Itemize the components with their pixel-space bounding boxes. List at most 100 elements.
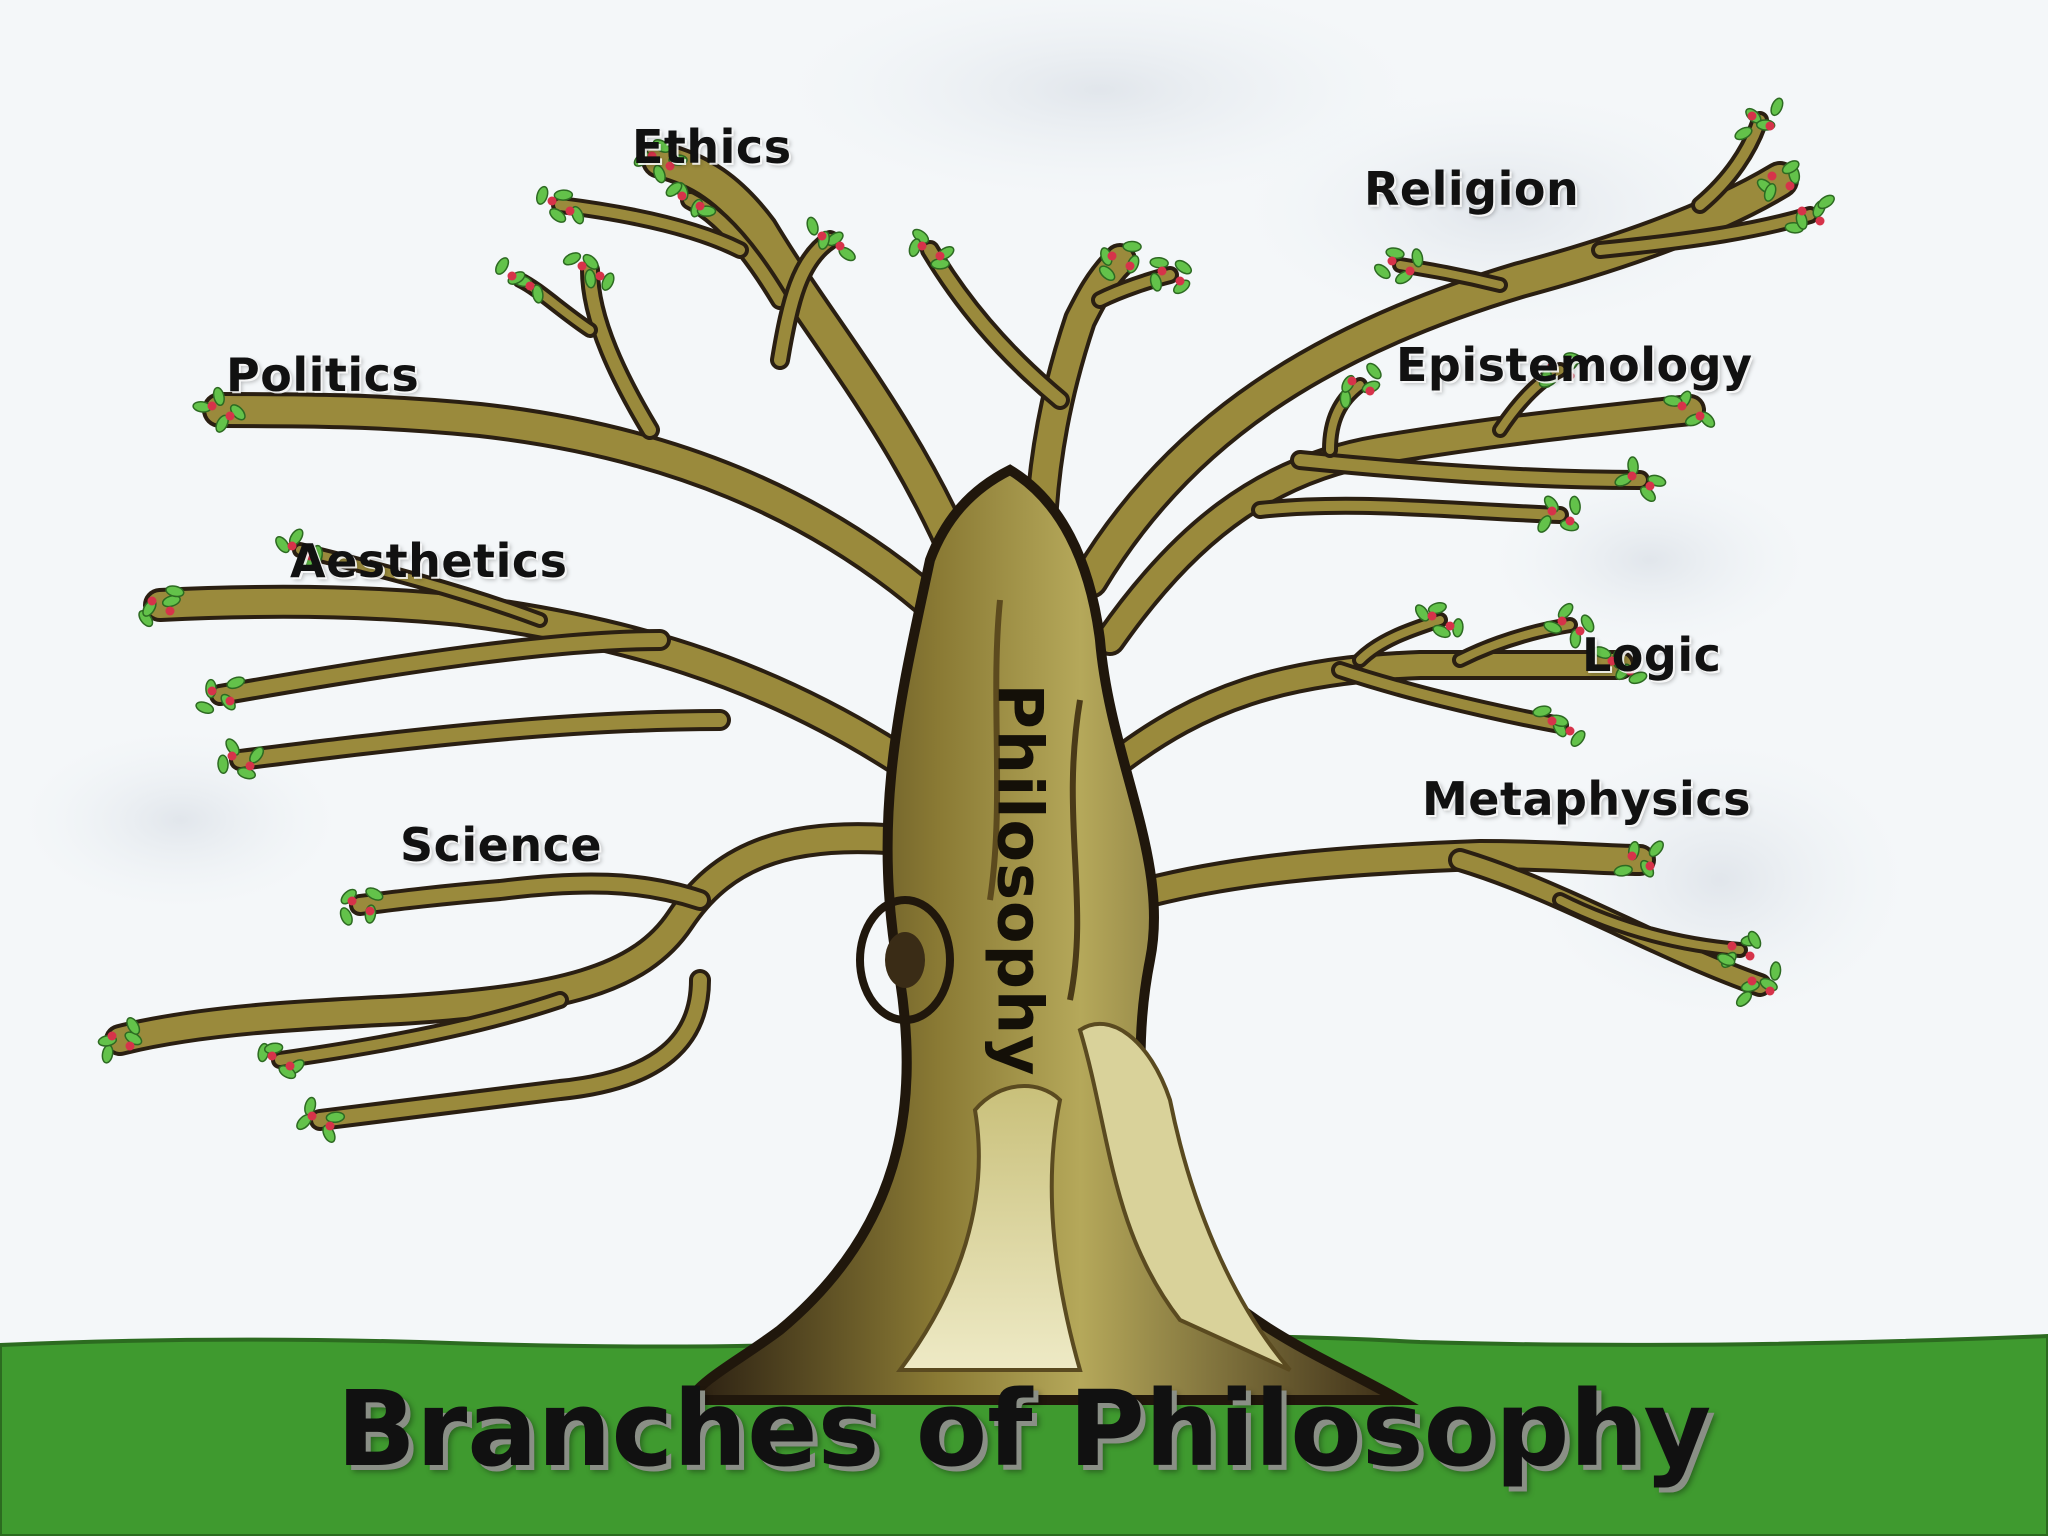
blossom-icon <box>1747 976 1757 986</box>
branch-label-logic: Logic <box>1582 628 1722 682</box>
leaf-icon <box>549 207 567 223</box>
blossom-icon <box>1365 386 1375 396</box>
blossom-icon <box>1547 716 1557 726</box>
leaf-icon <box>1427 602 1447 615</box>
blossom-icon <box>647 151 657 161</box>
blossom-icon <box>1767 171 1777 181</box>
blossom-icon <box>1815 216 1825 226</box>
branch-label-epistemology: Epistemology <box>1396 338 1753 392</box>
blossom-icon <box>1727 941 1737 951</box>
blossom-icon <box>305 551 315 561</box>
blossom-icon <box>107 1031 117 1041</box>
blossom-icon <box>1645 861 1655 871</box>
leaf-icon <box>665 181 683 197</box>
leaf-icon <box>225 738 240 756</box>
blossom-icon <box>1547 506 1557 516</box>
leaf-icon <box>275 536 290 554</box>
blossom-icon <box>835 241 845 251</box>
leaf-icon <box>1763 183 1777 202</box>
blossom-icon <box>677 191 687 201</box>
blossom-icon <box>225 696 235 706</box>
blossom-icon <box>287 541 297 551</box>
blossom-icon <box>1445 621 1455 631</box>
blossom-icon <box>207 686 217 696</box>
blossom-icon <box>1627 471 1637 481</box>
blossom-icon <box>1797 206 1807 216</box>
blossom-icon <box>695 201 705 211</box>
leaf-icon <box>1543 620 1562 634</box>
leaf-icon <box>1122 240 1142 253</box>
leaf-icon <box>1615 663 1631 681</box>
leaf-icon <box>1537 515 1552 533</box>
leaf-icon <box>1639 485 1656 503</box>
leaf-icon <box>1781 160 1800 175</box>
blossom-icon <box>525 281 535 291</box>
leaf-icon <box>531 284 544 304</box>
blossom-icon <box>1565 516 1575 526</box>
branch-label-religion: Religion <box>1364 162 1580 216</box>
blossom-icon <box>125 1041 135 1051</box>
blossom-icon <box>547 196 557 206</box>
leaf-icon <box>1098 265 1116 282</box>
leaf-icon <box>212 386 225 407</box>
blossom-icon <box>1557 616 1567 626</box>
blossom-icon <box>325 1121 335 1131</box>
blossom-icon <box>1695 411 1705 421</box>
leaf-icon <box>1734 126 1753 141</box>
leaf-icon <box>325 1111 346 1124</box>
leaf-icon <box>584 269 597 289</box>
blossom-icon <box>1785 181 1795 191</box>
blossom-icon <box>1387 256 1397 266</box>
blossom-icon <box>1645 481 1655 491</box>
blossom-icon <box>1747 111 1757 121</box>
blossom-icon <box>917 241 927 251</box>
blossom-icon <box>1607 656 1617 666</box>
blossom-icon <box>227 751 237 761</box>
leaf-icon <box>1414 604 1430 622</box>
leaf-icon <box>1569 495 1581 516</box>
blossom-icon <box>307 1111 317 1121</box>
sky-clouds <box>20 0 1910 1020</box>
leaf-icon <box>1628 671 1648 685</box>
branch-label-metaphysics: Metaphysics <box>1422 772 1751 826</box>
leaf-icon <box>653 164 666 184</box>
leaf-icon <box>1411 248 1424 268</box>
foliage <box>97 97 1835 1143</box>
leaf-icon <box>553 189 574 201</box>
branch-label-politics: Politics <box>226 348 420 402</box>
leaf-icon <box>1538 374 1558 388</box>
blossom-icon <box>595 271 605 281</box>
leaf-icon <box>1570 729 1586 747</box>
leaf-icon <box>1817 194 1835 210</box>
tree-trunk <box>681 464 1419 1405</box>
leaf-icon <box>536 185 549 205</box>
leaf-icon <box>226 676 246 690</box>
blossom-icon <box>1125 261 1135 271</box>
leaf-icon <box>1432 624 1451 639</box>
leaf-icon <box>1747 930 1762 949</box>
blossom-icon <box>1625 666 1635 676</box>
leaf-icon <box>1532 705 1552 718</box>
page-title: Branches of Philosophy <box>336 1368 1712 1490</box>
leaf-icon <box>161 594 181 608</box>
blossom-icon <box>1765 121 1775 131</box>
leaf-icon <box>1149 256 1169 269</box>
blossom-icon <box>1627 851 1637 861</box>
blossom-icon <box>817 231 827 241</box>
blossom-icon <box>665 161 675 171</box>
blossom-icon <box>207 401 217 411</box>
leaf-icon <box>1174 259 1193 275</box>
leaf-icon <box>495 257 510 275</box>
blossom-icon <box>1175 276 1185 286</box>
leaf-icon <box>195 701 215 714</box>
blossom-icon <box>365 906 375 916</box>
blossom-icon <box>165 606 175 616</box>
leaf-icon <box>126 1017 141 1035</box>
leaf-icon <box>1613 864 1633 877</box>
leaf-icon <box>668 154 688 166</box>
blossom-icon <box>1547 361 1557 371</box>
leaf-icon <box>1735 991 1753 1007</box>
leaf-icon <box>365 887 384 901</box>
